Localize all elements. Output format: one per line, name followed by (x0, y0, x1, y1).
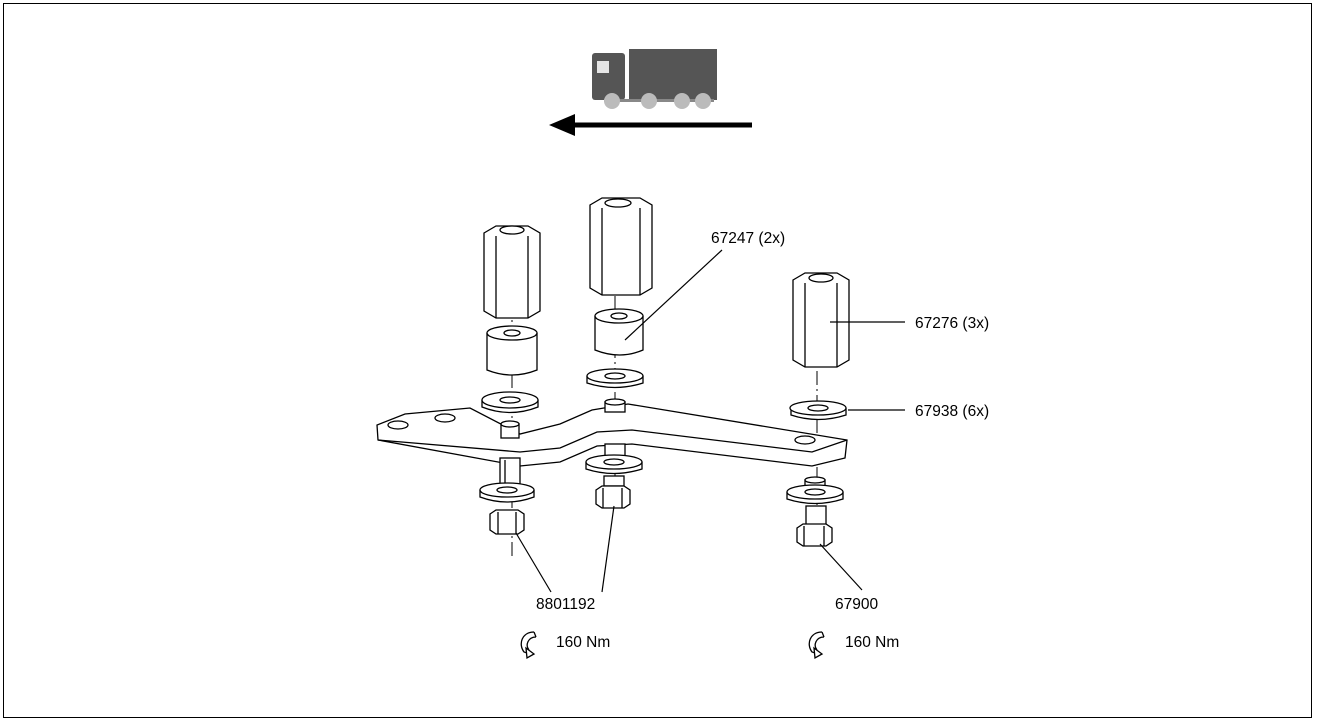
leader-lines (515, 249, 905, 593)
right-stack (786, 272, 850, 547)
torque-left: 160 Nm (556, 634, 610, 651)
truck-icon (592, 49, 717, 109)
middle-stack (585, 197, 653, 509)
torque-right: 160 Nm (845, 634, 899, 651)
diagram-frame (3, 3, 1312, 718)
label-standoff: 67276 (3x) (915, 315, 989, 332)
label-bolt-right: 67900 (835, 596, 878, 613)
torque-rotation-icon (520, 631, 537, 659)
label-spacer: 67247 (2x) (711, 230, 785, 247)
axis-lines (511, 200, 818, 560)
label-bolt-left: 8801192 (536, 596, 595, 613)
left-stack (479, 225, 541, 535)
direction-arrow-icon (549, 114, 752, 136)
label-washer: 67938 (6x) (915, 403, 989, 420)
torque-rotation-icon (808, 631, 825, 659)
bracket-plate (376, 403, 848, 467)
